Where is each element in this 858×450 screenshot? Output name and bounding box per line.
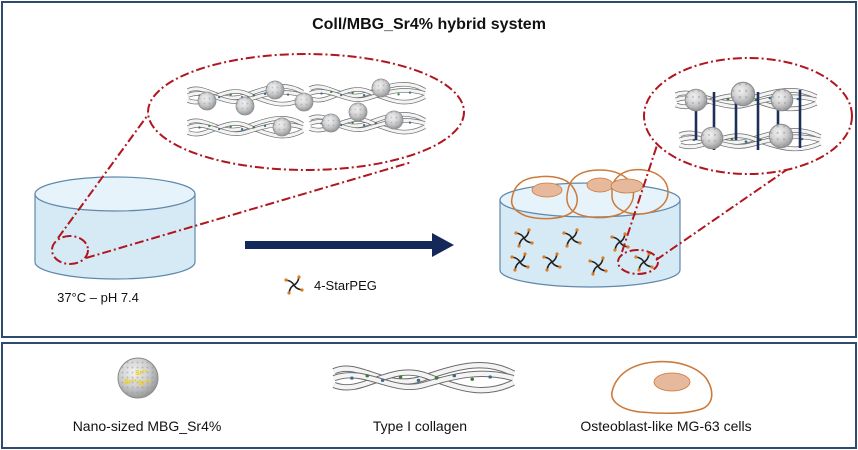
legend-mbg-nanoparticle-icon: Sr²⁺ Sr²⁺ Sr²⁺ — [117, 357, 159, 399]
diagram-title: Coll/MBG_Sr4% hybrid system — [312, 16, 546, 33]
zoom-line — [655, 161, 799, 261]
collagen-gel-container — [34, 176, 196, 280]
zoom-line — [85, 161, 413, 259]
zoom-inset-collagen-mbg — [147, 53, 465, 171]
crosslinked-network-zoom — [676, 81, 820, 150]
osteoblast-cells-on-scaffold — [510, 168, 669, 220]
sr-ion-label: Sr²⁺ — [124, 379, 138, 386]
starpeg-icon — [283, 274, 305, 296]
scheme-frame — [1, 1, 857, 338]
legend-collagen-icon — [334, 365, 513, 390]
legend-frame — [1, 342, 857, 449]
sr-ion-label: Sr²⁺ — [135, 370, 149, 377]
zoom-inset-crosslinked — [643, 57, 853, 175]
zoom-source-outline — [51, 235, 89, 265]
legend-label-osteoblast: Osteoblast-like MG-63 cells — [580, 418, 751, 434]
condition-label: 37°C – pH 7.4 — [57, 290, 139, 305]
sr-ion-label: Sr²⁺ — [138, 380, 152, 387]
legend-label-mbg: Nano-sized MBG_Sr4% — [73, 418, 222, 434]
process-arrow — [245, 233, 454, 257]
legend-osteoblast-cell-icon — [611, 360, 713, 414]
legend-label-collagen: Type I collagen — [373, 418, 467, 434]
zoom-source-outline — [617, 249, 659, 275]
crosslinker-label: 4-StarPEG — [314, 278, 377, 293]
zoom-line — [621, 129, 663, 253]
